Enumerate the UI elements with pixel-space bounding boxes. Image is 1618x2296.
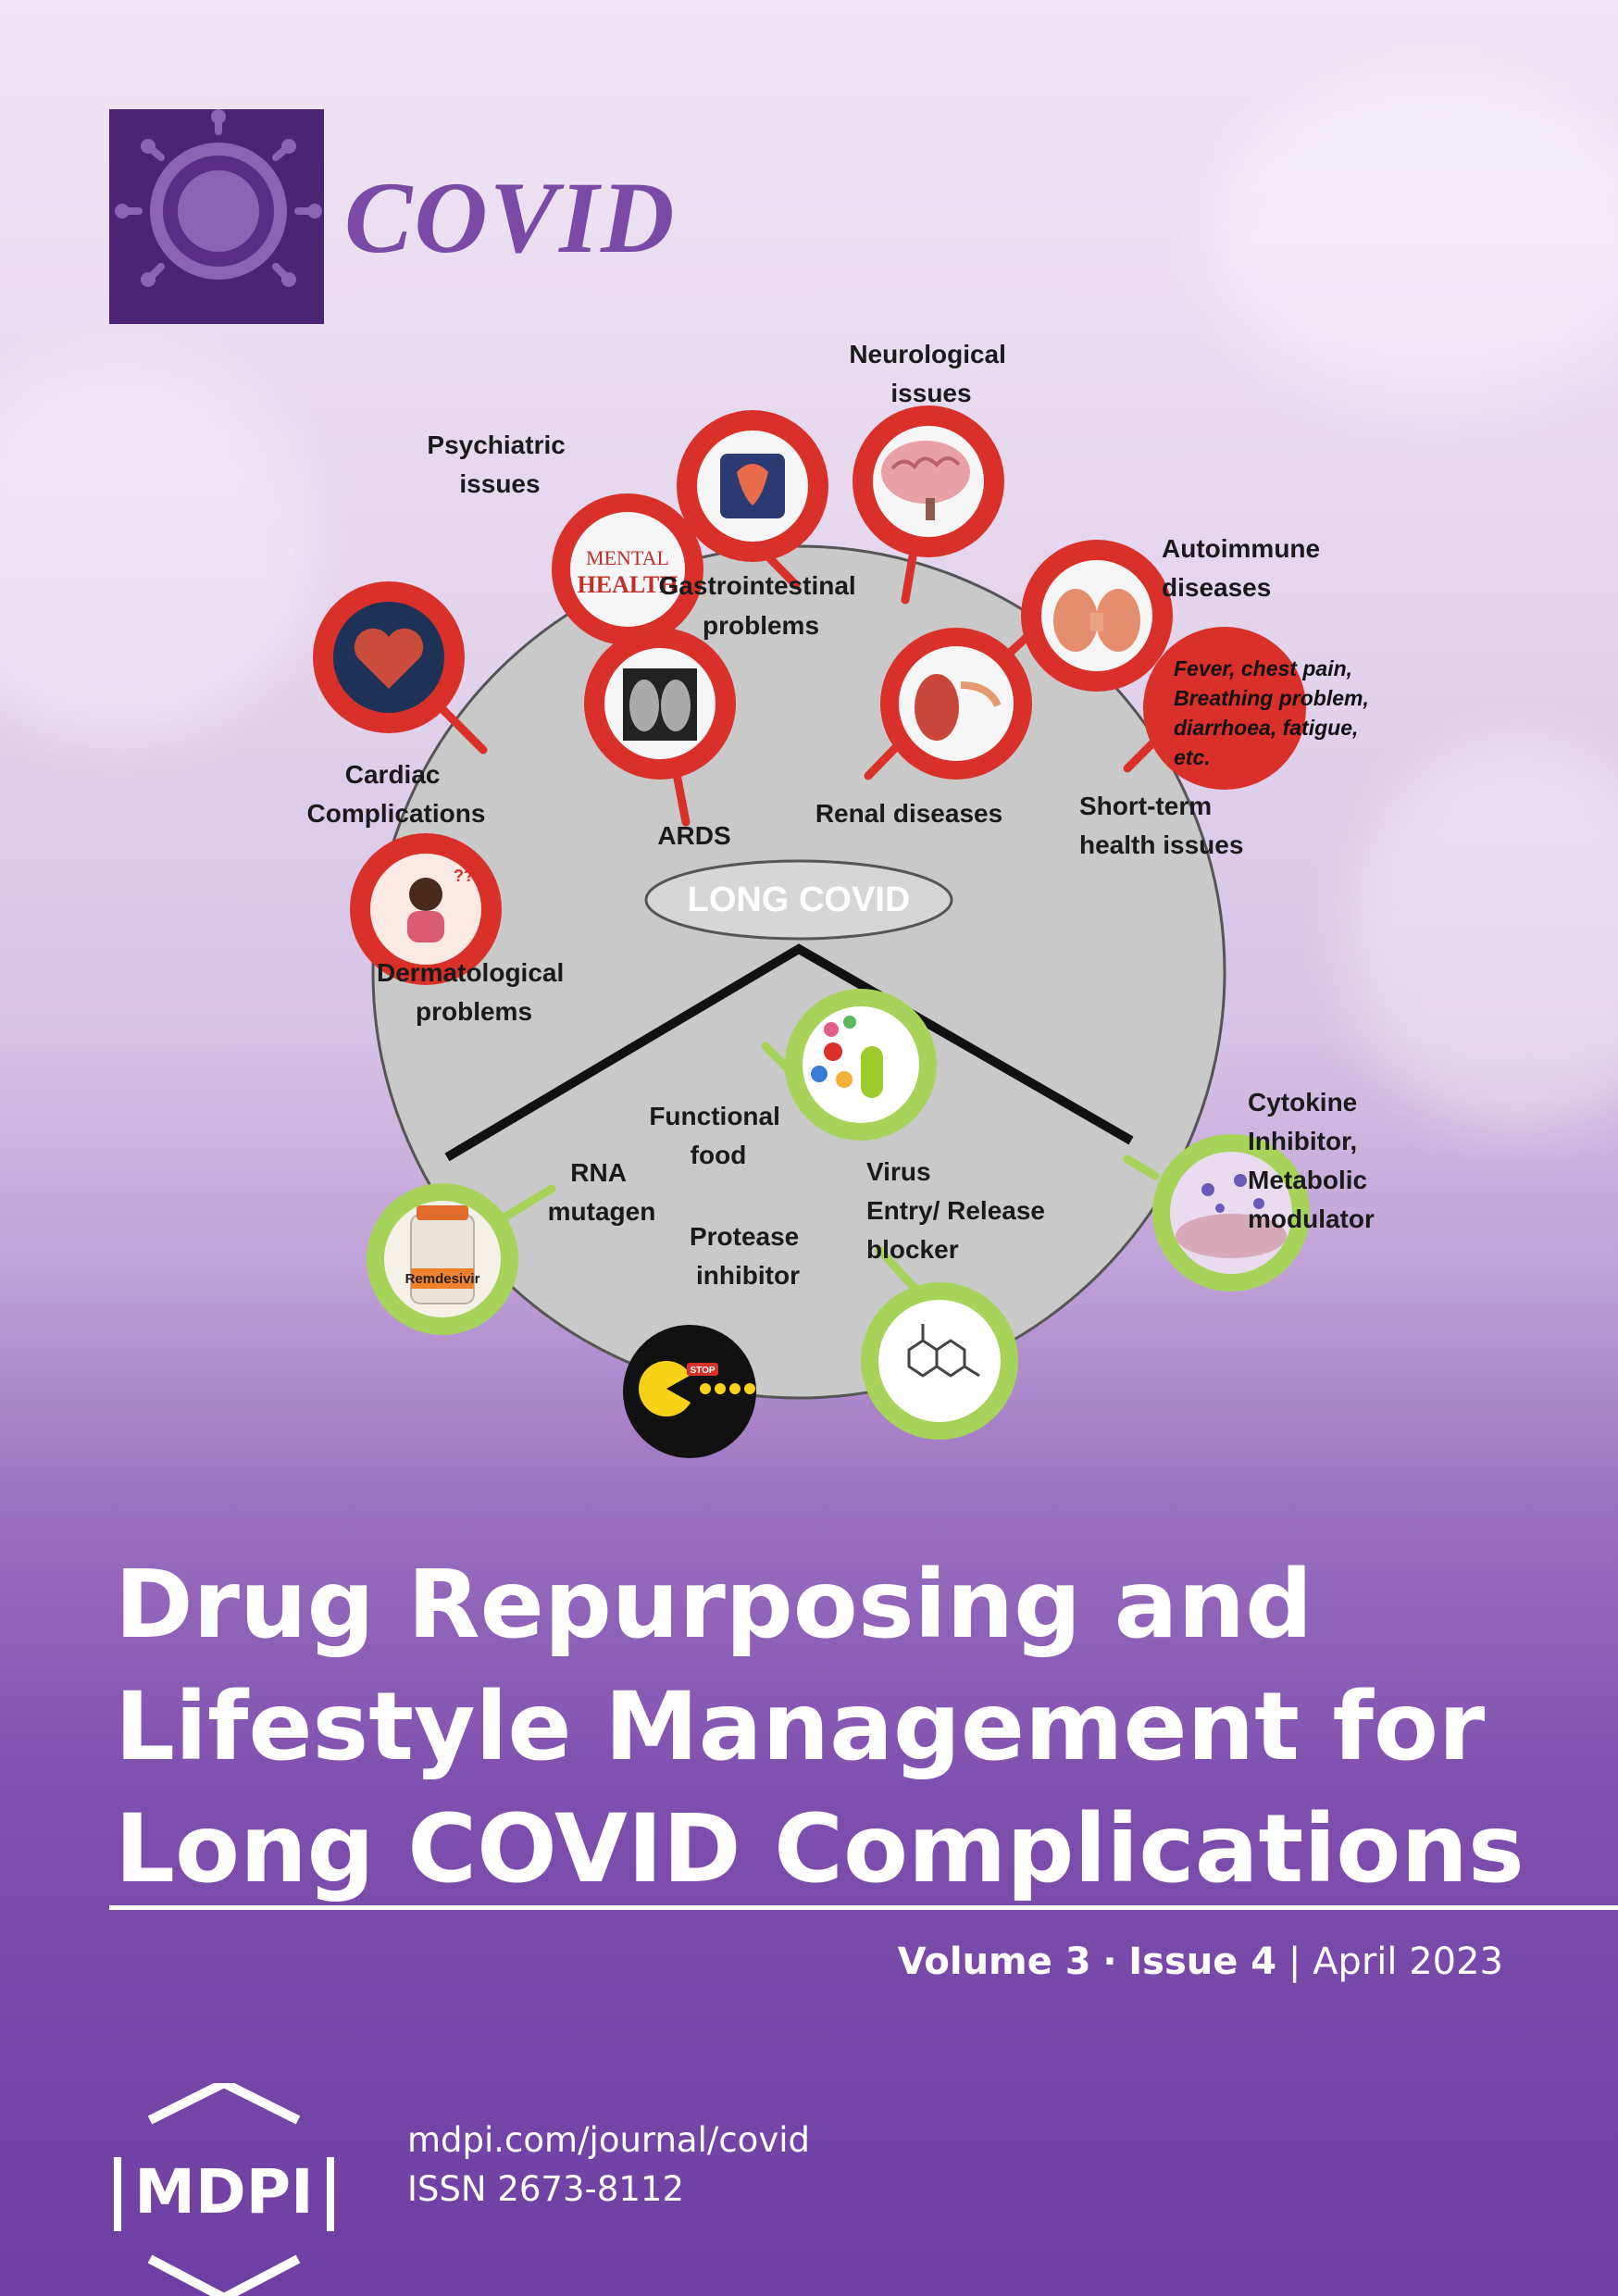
remdesivir-label: Remdesivir bbox=[405, 1271, 480, 1287]
mdpi-logo-text: MDPI bbox=[134, 2156, 313, 2227]
question-marks: ??? bbox=[454, 867, 484, 885]
mdpi-logo: MDPI bbox=[114, 2083, 334, 2296]
ards-circle bbox=[584, 628, 736, 780]
journal-title: COVID bbox=[344, 161, 677, 274]
date-separator: | bbox=[1288, 1940, 1301, 1983]
journal-url[interactable]: mdpi.com/journal/covid bbox=[407, 2120, 810, 2160]
long-covid-label: LONG COVID bbox=[688, 880, 911, 919]
fever-label: Fever, chest pain, Breathing problem, di… bbox=[1174, 656, 1375, 769]
dermatological-label: Dermatological problems bbox=[377, 958, 571, 1026]
journal-logo bbox=[109, 109, 324, 324]
fever-circle bbox=[1143, 627, 1306, 790]
mdpi-logo-bottom bbox=[147, 2254, 301, 2296]
background-blob bbox=[1342, 741, 1618, 1129]
volume-label: Volume 3 bbox=[897, 1940, 1091, 1983]
background-blob bbox=[0, 352, 315, 741]
psychiatric-circle: MENTAL HEALTH bbox=[552, 493, 703, 645]
virus-blocker-label: Virus Entry/ Release blocker bbox=[866, 1157, 1052, 1264]
renal-circle bbox=[880, 628, 1032, 780]
cytokine-label: Cytokine Inhibitor, Metabolic modulator bbox=[1248, 1088, 1375, 1233]
gastro-label: Gastrointestinal problems bbox=[659, 571, 864, 640]
cover-title-line: Drug Repurposing and bbox=[115, 1550, 1313, 1660]
autoimmune-circle bbox=[1021, 540, 1173, 692]
cover-title: Drug Repurposing and Lifestyle Managemen… bbox=[115, 1544, 1559, 1911]
psychiatric-label: Psychiatric issues bbox=[427, 430, 572, 498]
issue-info: Volume 3 · Issue 4 | April 2023 bbox=[898, 1940, 1503, 1983]
rna-mutagen-circle: Remdesivir bbox=[367, 1183, 518, 1335]
journal-issn: ISSN 2673-8112 bbox=[407, 2169, 684, 2209]
shortterm-label: Short-term health issues bbox=[1079, 792, 1243, 859]
issue-separator: · bbox=[1102, 1940, 1117, 1983]
neurological-label: Neurological issues bbox=[849, 340, 1013, 407]
mental-label: MENTAL bbox=[586, 546, 669, 569]
long-covid-disc bbox=[371, 544, 1226, 1400]
divider-rule bbox=[109, 1905, 1618, 1910]
cover-title-line: Lifestyle Management for bbox=[115, 1672, 1486, 1782]
background-blob bbox=[1203, 74, 1618, 407]
virus-icon bbox=[115, 109, 322, 287]
ards-label: ARDS bbox=[657, 821, 730, 850]
health-label: HEALTH bbox=[578, 571, 678, 598]
mdpi-logo-top bbox=[147, 2083, 301, 2125]
cover-title-line: Long COVID Complications bbox=[115, 1794, 1525, 1904]
virus-blocker-circle bbox=[861, 1282, 1018, 1440]
protease-circle: STOP bbox=[623, 1325, 756, 1458]
gastro-circle bbox=[677, 410, 828, 562]
stop-label: STOP bbox=[690, 1366, 715, 1376]
protease-label: Protease inhibitor bbox=[690, 1222, 806, 1290]
issue-label: Issue 4 bbox=[1128, 1940, 1277, 1983]
divider-lines bbox=[444, 943, 1134, 1162]
cardiac-circle bbox=[313, 581, 465, 733]
renal-label: Renal diseases bbox=[815, 799, 1002, 828]
long-covid-diagram: LONG COVID bbox=[307, 340, 1375, 1458]
cardiac-label: Cardiac Complications bbox=[307, 760, 486, 828]
autoimmune-label: Autoimmune diseases bbox=[1162, 534, 1327, 602]
rna-mutagen-label: RNA mutagen bbox=[548, 1158, 656, 1226]
long-covid-ellipse bbox=[644, 859, 953, 941]
dermatological-circle: ??? bbox=[350, 833, 502, 985]
issue-date: April 2023 bbox=[1313, 1940, 1503, 1983]
cytokine-circle bbox=[1152, 1134, 1310, 1292]
neurological-circle bbox=[853, 406, 1004, 557]
functional-food-circle bbox=[785, 989, 937, 1141]
functional-food-label: Functional food bbox=[649, 1102, 787, 1169]
